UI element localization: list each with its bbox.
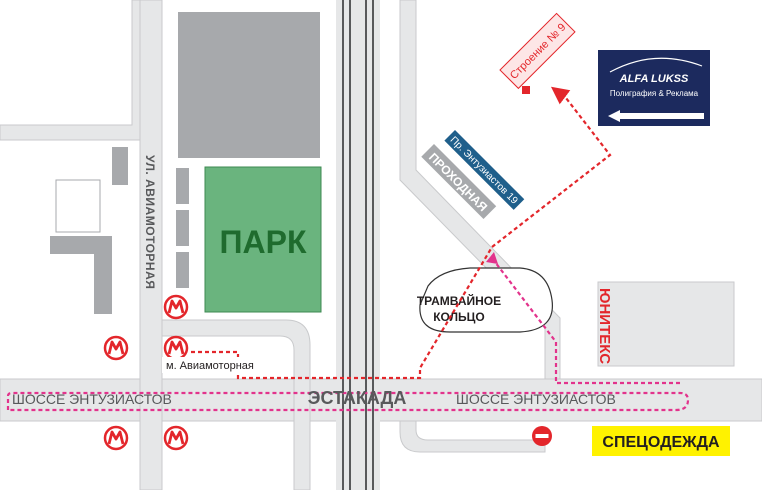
road-service-loop — [161, 319, 311, 490]
no-entry-sign-icon — [532, 426, 552, 446]
building-small-2 — [176, 210, 189, 246]
metro-m-icon — [103, 425, 129, 451]
metro-station-label: м. Авиамоторная — [166, 360, 254, 372]
building-left-block — [112, 147, 128, 185]
unitex-label: ЮНИТЕКС — [596, 288, 613, 364]
building-left-outline — [55, 179, 101, 233]
metro-m-icon — [103, 335, 129, 361]
park-label: ПАРК — [220, 224, 307, 260]
route-car-shosse — [6, 391, 690, 412]
railway — [336, 0, 380, 490]
shosse-label-right: ШОССЕ ЭНТУЗИАСТОВ — [456, 391, 616, 407]
road-aviamotornaya — [139, 0, 163, 490]
tram-ring-label-1: ТРАМВАЙНОЕ — [417, 293, 501, 308]
route-car-turn — [491, 257, 680, 385]
logo-brand: ALFA LUKSS — [619, 73, 689, 85]
specodezhda-label: СПЕЦОДЕЖДА — [602, 434, 720, 451]
specodezhda-banner — [592, 426, 730, 456]
route-car-arrow — [486, 252, 498, 264]
building-large — [178, 12, 320, 158]
metro-m-icon — [163, 425, 189, 451]
road-upper-left — [0, 0, 141, 141]
building-small-3 — [176, 252, 189, 288]
route-to-building — [491, 86, 612, 248]
address-box — [444, 130, 525, 210]
building-9-entrance — [522, 86, 530, 94]
metro-station-label-bg — [162, 357, 266, 373]
building-small-1 — [176, 168, 189, 204]
company-logo: ALFA LUKSS Полиграфия & Реклама — [598, 50, 710, 126]
checkpoint-box — [421, 144, 497, 219]
road-shosse-entuziastov — [0, 378, 762, 422]
tram-ring — [419, 267, 553, 333]
logo-arrow-icon — [608, 110, 704, 122]
buildings — [50, 12, 735, 367]
shosse-label-left: ШОССЕ ЭНТУЗИАСТОВ — [12, 391, 172, 407]
building-9-box — [499, 12, 576, 90]
metro-m-icon — [163, 294, 189, 320]
metro-m-icon — [163, 335, 189, 361]
logo-tagline: Полиграфия & Реклама — [610, 89, 699, 98]
logo-swoosh — [609, 57, 703, 73]
street-aviamotornaya-label: УЛ. АВИАМОТОРНАЯ — [143, 155, 157, 289]
building-unitex — [597, 281, 735, 367]
tram-ring-label-2: КОЛЬЦО — [433, 310, 485, 324]
estakada-label: ЭСТАКАДА — [308, 388, 407, 408]
route-metro-walk — [191, 246, 493, 380]
park-area — [204, 166, 322, 313]
building-left-l — [50, 236, 112, 314]
